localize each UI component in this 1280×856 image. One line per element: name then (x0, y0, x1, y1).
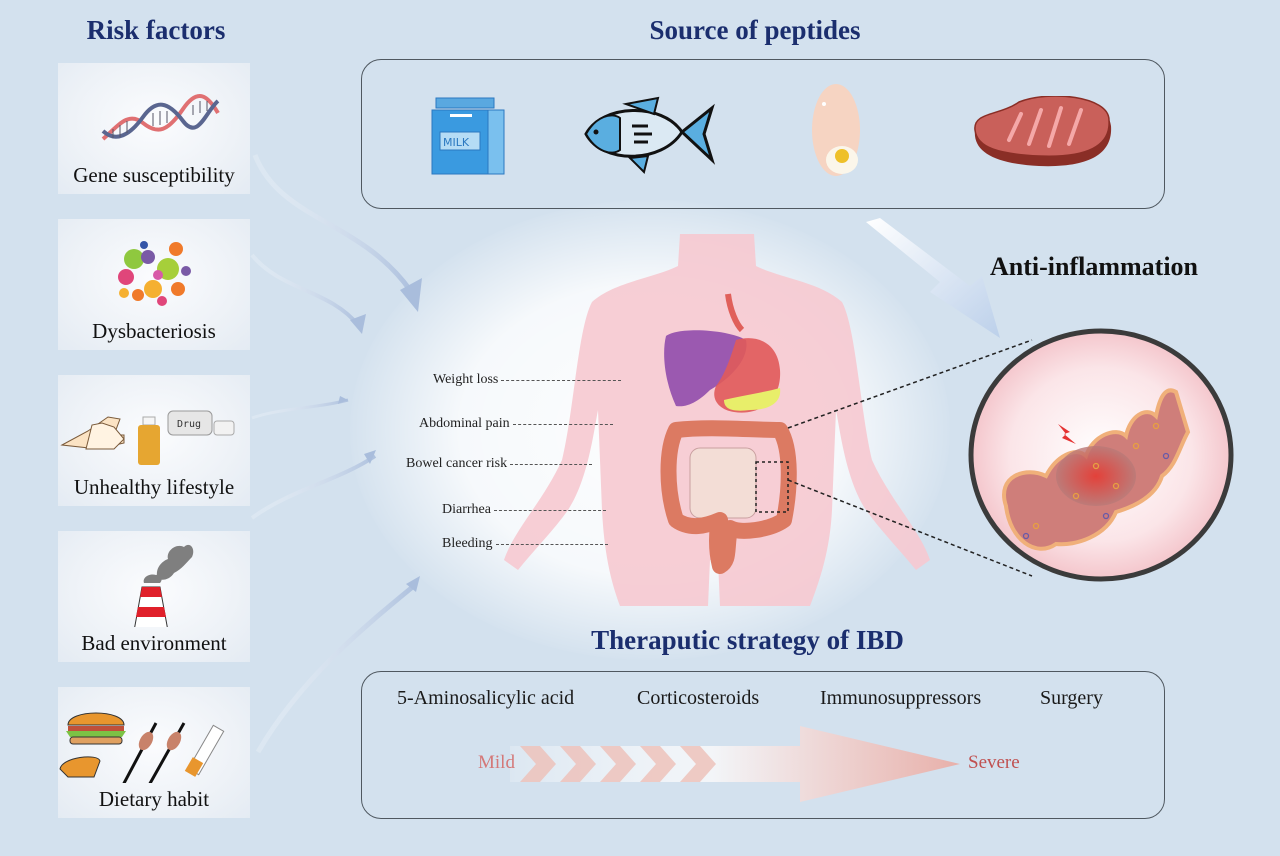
symptom-weight-loss: Weight loss (433, 372, 622, 388)
risk-factor-dysbacteriosis: Dysbacteriosis (58, 219, 250, 350)
drug-label: Drug (177, 419, 201, 430)
severity-severe-label: Severe (968, 752, 1020, 773)
symptom-bowel-cancer-risk: Bowel cancer risk (406, 456, 593, 472)
symptom-diarrhea: Diarrhea (442, 502, 606, 518)
severity-scale-arrow (510, 726, 960, 802)
risk-flow-arrows (250, 154, 422, 754)
risk-factor-bad-environment: Bad environment (58, 531, 250, 662)
fish-icon (584, 96, 716, 174)
dna-icon (101, 94, 220, 141)
arrow-dietary (255, 583, 417, 754)
peptide-sources-title: Source of peptides (649, 15, 861, 45)
risk-factors-title: Risk factors (86, 15, 226, 45)
hands-drug-bottle-icon: Drug (60, 410, 235, 465)
bacteria-icon (118, 241, 191, 306)
inflammation-bolt-icon (1058, 424, 1076, 444)
magnified-colon-view (968, 328, 1234, 582)
milk-label: MILK (443, 136, 470, 149)
zoom-guide-lines (787, 339, 1033, 577)
inflamed-section-marker (755, 461, 789, 513)
risk-factor-dietary-habit: Dietary habit (58, 687, 250, 818)
risk-factor-label: Bad environment (81, 631, 227, 655)
arrow-lifestyle (251, 398, 349, 420)
risk-factor-gene-susceptibility: Gene susceptibility (58, 63, 250, 194)
arrow-environment (250, 454, 377, 520)
therapy-option-immunosuppressors: Immunosuppressors (820, 687, 982, 709)
risk-factor-label: Dietary habit (98, 787, 210, 811)
risk-factor-unhealthy-lifestyle: Drug Unhealthy lifestyle (58, 375, 250, 506)
risk-factor-label: Dysbacteriosis (92, 319, 216, 343)
severity-mild-label: Mild (478, 752, 515, 773)
risk-factor-label: Gene susceptibility (73, 163, 235, 187)
steak-icon (974, 96, 1112, 167)
arrow-dysbacteriosis (250, 253, 360, 327)
therapy-panel (361, 671, 1165, 819)
symptom-abdominal-pain: Abdominal pain (419, 416, 613, 432)
body-silhouette (504, 234, 930, 606)
therapy-option-corticosteroids: Corticosteroids (637, 687, 760, 709)
egg-icon (812, 84, 860, 176)
liver (664, 330, 747, 407)
milk-carton-icon: MILK (431, 97, 505, 175)
therapy-option-surgery: Surgery (1040, 687, 1103, 709)
large-intestine (660, 420, 797, 574)
small-intestine (689, 447, 757, 519)
therapy-title: Theraputic strategy of IBD (591, 625, 904, 655)
symptom-bleeding: Bleeding (442, 536, 608, 552)
risk-factor-label: Unhealthy lifestyle (73, 475, 235, 499)
arrow-gene (252, 154, 413, 292)
therapy-option-aminosalicylic: 5-Aminosalicylic acid (397, 687, 575, 709)
pancreas (724, 388, 781, 411)
anti-inflammation-arrow (866, 218, 1000, 338)
peptide-sources-panel: MILK (361, 59, 1165, 209)
junk-food-cigarette-icon (59, 712, 225, 783)
smokestack-icon (134, 544, 194, 627)
anti-inflammation-label: Anti-inflammation (990, 252, 1198, 281)
